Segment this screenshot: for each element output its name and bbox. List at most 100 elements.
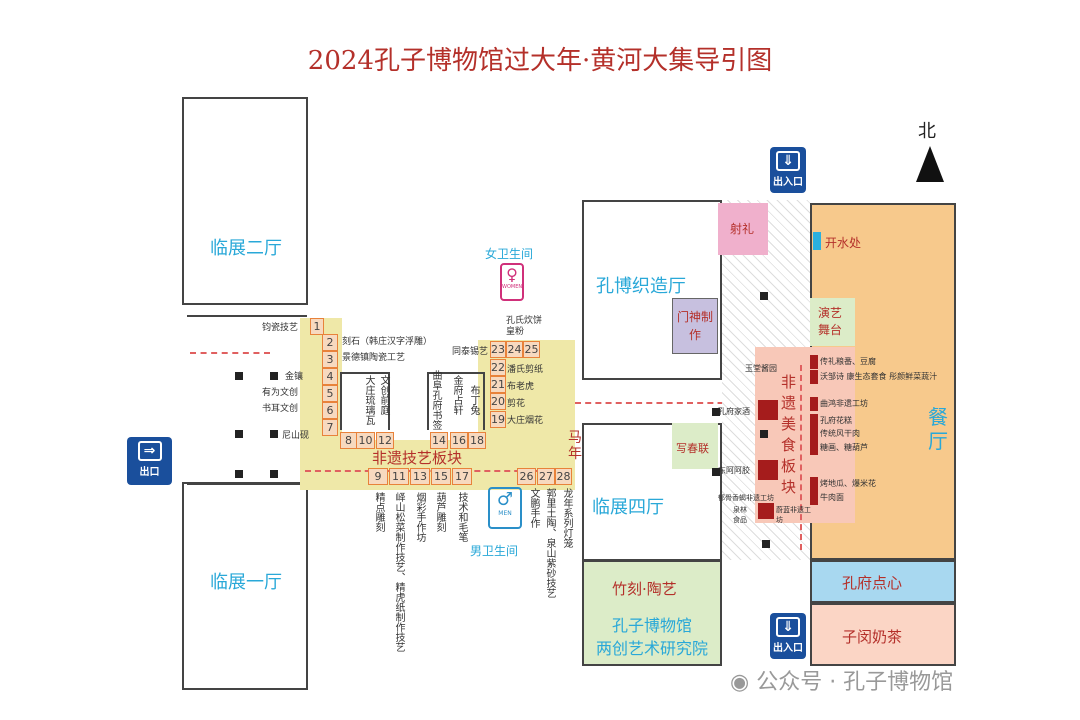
stall-label: 葫芦雕刻 xyxy=(434,492,445,532)
bamboo-label: 竹刻·陶艺 xyxy=(612,580,677,598)
shooting-label: 射礼 xyxy=(730,222,755,236)
women-restroom-label: 女卫生间 xyxy=(485,247,534,261)
stall-20[interactable]: 20 xyxy=(490,393,506,410)
stall-21[interactable]: 21 xyxy=(490,376,506,393)
milktea-label: 子闵奶茶 xyxy=(842,628,903,646)
north-arrow-icon xyxy=(916,146,944,182)
map-title: 2024孔子博物馆过大年·黄河大集导引图 xyxy=(307,46,773,76)
entrance-exit-bottom[interactable]: ⇓ 出入口 xyxy=(770,613,806,659)
food-label: 曲鸿非遗工坊 xyxy=(820,399,868,408)
heritage-block-label: 非遗技艺板块 xyxy=(372,449,463,467)
stall-4[interactable]: 4 xyxy=(322,368,338,385)
stall-label: 金镶 xyxy=(285,372,304,382)
food-booth xyxy=(758,460,778,480)
stall-label: 有为文创 xyxy=(262,388,299,398)
stall-15[interactable]: 15 xyxy=(431,468,451,485)
route-line xyxy=(190,352,270,354)
food-booth xyxy=(810,441,818,455)
lobby xyxy=(187,315,307,485)
institute-label-1: 孔子博物馆 xyxy=(611,616,692,635)
stall-2[interactable]: 2 xyxy=(322,334,338,351)
food-booth xyxy=(758,503,774,519)
stall-label: 炊饼 xyxy=(523,316,542,326)
food-block-label: 非遗美食板块 xyxy=(781,373,797,496)
stall-label: 技术和毛笔 xyxy=(456,492,467,542)
food-booth xyxy=(810,491,818,505)
stall-13[interactable]: 13 xyxy=(410,468,430,485)
route-line xyxy=(575,402,805,404)
stall-label: 大庄烟花 xyxy=(507,416,544,426)
women-restroom-icon: ♀WOMEN xyxy=(500,263,524,301)
stall-14[interactable]: 14 xyxy=(430,432,448,449)
door-god-label: 门神制作 xyxy=(677,310,714,342)
stall-23[interactable]: 23 xyxy=(490,341,506,358)
hall-exhibit-1-label: 临展一厅 xyxy=(210,572,282,593)
entrance-exit-top[interactable]: ⇓出入口 xyxy=(770,147,806,193)
couplets-area xyxy=(672,423,718,469)
exit-icon: ⇒ xyxy=(137,441,162,461)
stall-label: 同泰锡艺 xyxy=(452,347,489,357)
stall-19[interactable]: 19 xyxy=(490,411,506,428)
food-booth xyxy=(810,414,818,428)
entrance-icon: ⇓ xyxy=(776,617,800,637)
pillar xyxy=(270,470,278,478)
door-god-area xyxy=(672,298,718,354)
stall-7[interactable]: 7 xyxy=(322,419,338,436)
stall-26[interactable]: 26 xyxy=(517,468,536,485)
stall-10[interactable]: 10 xyxy=(356,432,375,449)
stall-11[interactable]: 11 xyxy=(389,468,409,485)
exit-label: 出口 xyxy=(139,467,160,478)
stall-5[interactable]: 5 xyxy=(322,385,338,402)
exit-left[interactable]: ⇒ 出口 xyxy=(127,437,172,485)
stall-label: 郭里土陶、泉山紫砂技艺 xyxy=(544,488,555,598)
food-booth xyxy=(758,400,778,420)
route-line xyxy=(800,365,802,550)
stall-27[interactable]: 27 xyxy=(537,468,555,485)
north-label: 北 xyxy=(918,121,936,142)
stall-label: 书耳文创 xyxy=(262,404,299,414)
stall-17[interactable]: 17 xyxy=(452,468,472,485)
pillar xyxy=(270,430,278,438)
food-zone xyxy=(755,347,855,523)
stall-label: 龙年系列灯笼 xyxy=(561,488,572,548)
food-label: 玉堂酱园 xyxy=(745,364,777,373)
stall-3[interactable]: 3 xyxy=(322,351,338,368)
stall-8[interactable]: 8 xyxy=(340,432,357,449)
horse-year-label: 马年 xyxy=(568,430,582,462)
food-label: 蔚蓝非遗工坊 xyxy=(776,506,811,524)
food-label: 泉林食品 xyxy=(733,506,747,524)
water-icon xyxy=(813,232,821,250)
stage-label: 演艺舞台 xyxy=(818,306,843,337)
stall-28[interactable]: 28 xyxy=(555,468,572,485)
food-label: 孔府花糕 xyxy=(820,416,852,425)
food-label: 牛肉面 xyxy=(820,493,844,502)
food-label: 孔府家酒 xyxy=(718,407,750,416)
stall-9[interactable]: 9 xyxy=(368,468,388,485)
stall-12[interactable]: 12 xyxy=(376,432,394,449)
stall-label: 曲阜孔府书签 xyxy=(430,370,441,430)
stall-25[interactable]: 25 xyxy=(523,341,540,358)
watermark: ◉ 公众号 · 孔子博物馆 xyxy=(730,670,954,695)
stall-18[interactable]: 18 xyxy=(468,432,486,449)
entrance-label: 出入口 xyxy=(773,177,803,188)
stall-16[interactable]: 16 xyxy=(450,432,468,449)
stall-1[interactable]: 1 xyxy=(310,318,324,335)
stall-label: 刻石（韩庄汉字浮雕） xyxy=(342,337,433,347)
food-label: 东阿阿胶 xyxy=(718,466,750,475)
pillar xyxy=(712,468,720,476)
stall-22[interactable]: 22 xyxy=(490,359,506,376)
watermark-text: 公众号 · 孔子博物馆 xyxy=(756,670,954,695)
entrance-label: 出入口 xyxy=(773,643,803,654)
stall-24[interactable]: 24 xyxy=(506,341,523,358)
stall-label: 尼山砚 xyxy=(282,431,310,441)
milktea-shop xyxy=(810,603,956,666)
food-label: 传统风干肉 xyxy=(820,429,860,438)
pastry-shop xyxy=(810,560,956,603)
stall-6[interactable]: 6 xyxy=(322,402,338,419)
hall-exhibit-2-label: 临展二厅 xyxy=(210,238,282,259)
water-label: 开水处 xyxy=(825,236,862,250)
stall-label: 布老虎 xyxy=(507,382,535,392)
stall-label: 布丁兔 xyxy=(468,385,479,415)
pastry-label: 孔府点心 xyxy=(842,574,903,592)
stall-label: 金府占轩 xyxy=(451,375,462,415)
